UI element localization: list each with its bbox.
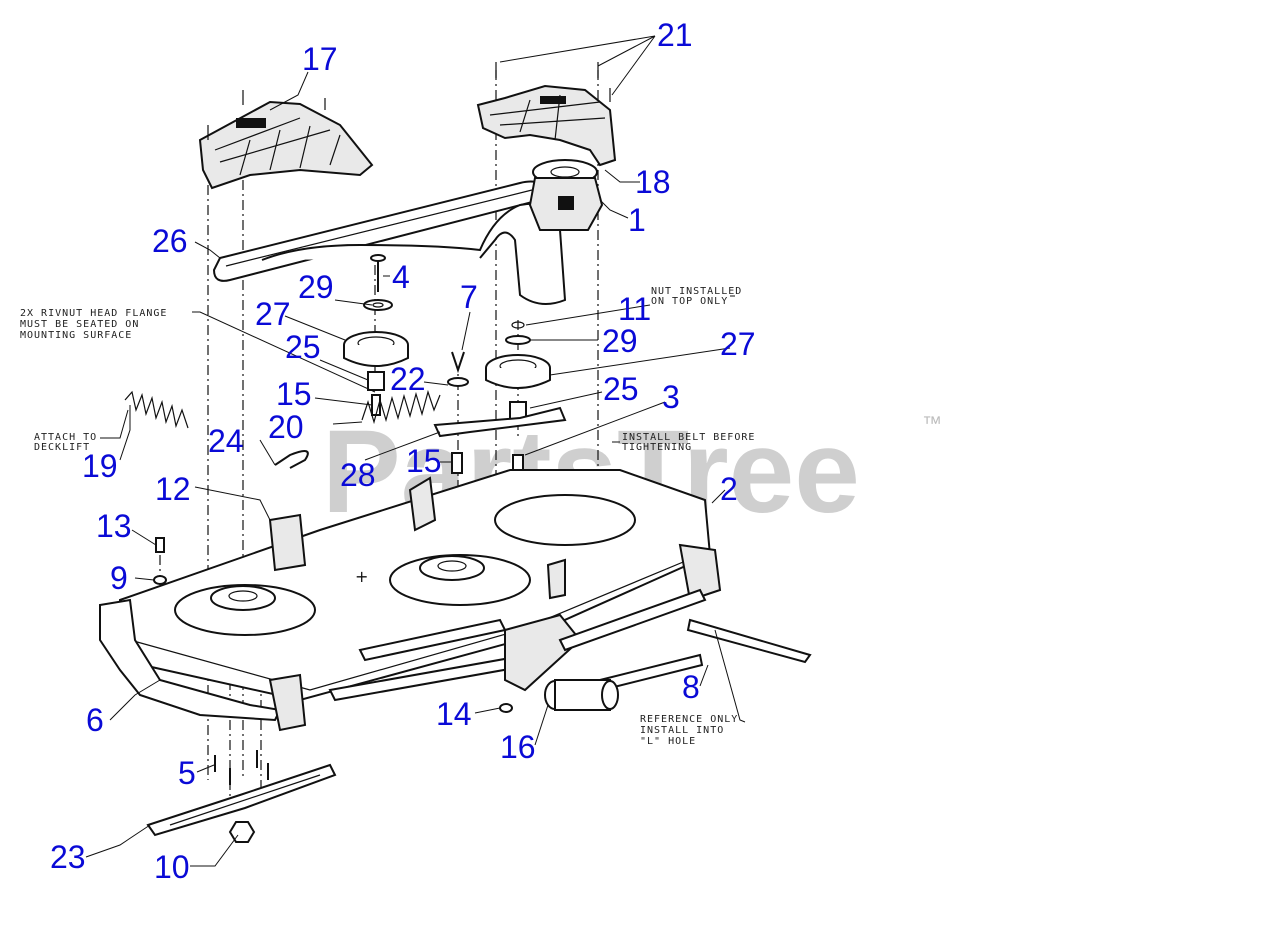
callout-2[interactable]: 2 (720, 471, 738, 507)
idler-bolt (363, 254, 393, 311)
decklift-spring (124, 390, 189, 429)
anti-scalp-rod (274, 450, 309, 469)
callout-7[interactable]: 7 (460, 279, 478, 315)
callout-18[interactable]: 18 (635, 164, 671, 200)
callout-14[interactable]: 14 (436, 696, 472, 732)
callouts: 17 21 18 1 26 4 29 27 25 7 11 29 27 22 2… (50, 17, 756, 885)
callout-21[interactable]: 21 (657, 17, 693, 53)
idler-pulley-left (343, 331, 409, 391)
callout-29-right[interactable]: 29 (602, 323, 638, 359)
note-reference-line-1: REFERENCE ONLY (640, 714, 738, 725)
callout-19[interactable]: 19 (82, 448, 118, 484)
spindle-housing (528, 159, 604, 231)
callout-16[interactable]: 16 (500, 729, 536, 765)
leader-lines (85, 35, 746, 867)
callout-3[interactable]: 3 (662, 379, 680, 415)
callout-6[interactable]: 6 (86, 702, 104, 738)
note-rivnut-line-1: 2X RIVNUT HEAD FLANGE (20, 308, 167, 319)
callout-28[interactable]: 28 (340, 457, 376, 493)
callout-27-left[interactable]: 27 (255, 296, 291, 332)
note-reference: REFERENCE ONLY INSTALL INTO "L" HOLE (640, 714, 738, 747)
callout-24[interactable]: 24 (208, 423, 244, 459)
note-reference-line-2: INSTALL INTO (640, 725, 724, 736)
idler-pulley-right (485, 321, 551, 421)
callout-15-left[interactable]: 15 (276, 376, 312, 412)
callout-29-left[interactable]: 29 (298, 269, 334, 305)
note-belt-line-1: INSTALL BELT BEFORE (622, 432, 755, 443)
note-attach: ATTACH TO DECKLIFT (34, 432, 97, 453)
note-attach-line-1: ATTACH TO (34, 432, 97, 443)
callout-4[interactable]: 4 (392, 259, 410, 295)
note-rivnut: 2X RIVNUT HEAD FLANGE MUST BE SEATED ON … (20, 308, 167, 341)
note-rivnut-line-2: MUST BE SEATED ON (20, 319, 139, 330)
note-install-belt: INSTALL BELT BEFORE TIGHTENING (622, 432, 755, 453)
drive-belt (212, 180, 567, 305)
watermark-trademark: ™ (922, 413, 942, 435)
note-nut-line-1: NUT INSTALLED (651, 286, 742, 297)
callout-9[interactable]: 9 (110, 560, 128, 596)
callout-27-right[interactable]: 27 (720, 326, 756, 362)
callout-1[interactable]: 1 (628, 202, 646, 238)
callout-11[interactable]: 11 (618, 291, 651, 327)
callout-8[interactable]: 8 (682, 669, 700, 705)
callout-17[interactable]: 17 (302, 41, 338, 77)
deck-baffle (99, 598, 307, 732)
belt-cover-right (476, 62, 617, 167)
callout-15-right[interactable]: 15 (406, 443, 442, 479)
note-belt-line-2: TIGHTENING (622, 442, 692, 453)
idler-arm (371, 351, 567, 476)
callout-23[interactable]: 23 (50, 839, 86, 875)
mower-deck: + (119, 469, 722, 702)
front-linkage (328, 588, 812, 713)
callout-26[interactable]: 26 (152, 223, 188, 259)
note-reference-line-3: "L" HOLE (640, 736, 696, 747)
callout-10[interactable]: 10 (154, 849, 190, 885)
idler-spring (361, 389, 441, 425)
blade-assembly (146, 750, 337, 843)
note-nut-installed: NUT INSTALLED ON TOP ONLY (651, 286, 742, 307)
note-rivnut-line-3: MOUNTING SURFACE (20, 330, 132, 341)
small-hardware (153, 537, 167, 585)
belt-cover-left (198, 90, 374, 190)
callout-25-right[interactable]: 25 (603, 371, 639, 407)
callout-5[interactable]: 5 (178, 755, 196, 791)
note-attach-line-2: DECKLIFT (34, 442, 90, 453)
callout-20[interactable]: 20 (268, 409, 304, 445)
callout-13[interactable]: 13 (96, 508, 132, 544)
note-nut-line-2: ON TOP ONLY (651, 296, 728, 307)
callout-12[interactable]: 12 (155, 471, 191, 507)
callout-22[interactable]: 22 (390, 361, 426, 397)
svg-text:+: + (355, 567, 368, 586)
callout-25-left[interactable]: 25 (285, 329, 321, 365)
